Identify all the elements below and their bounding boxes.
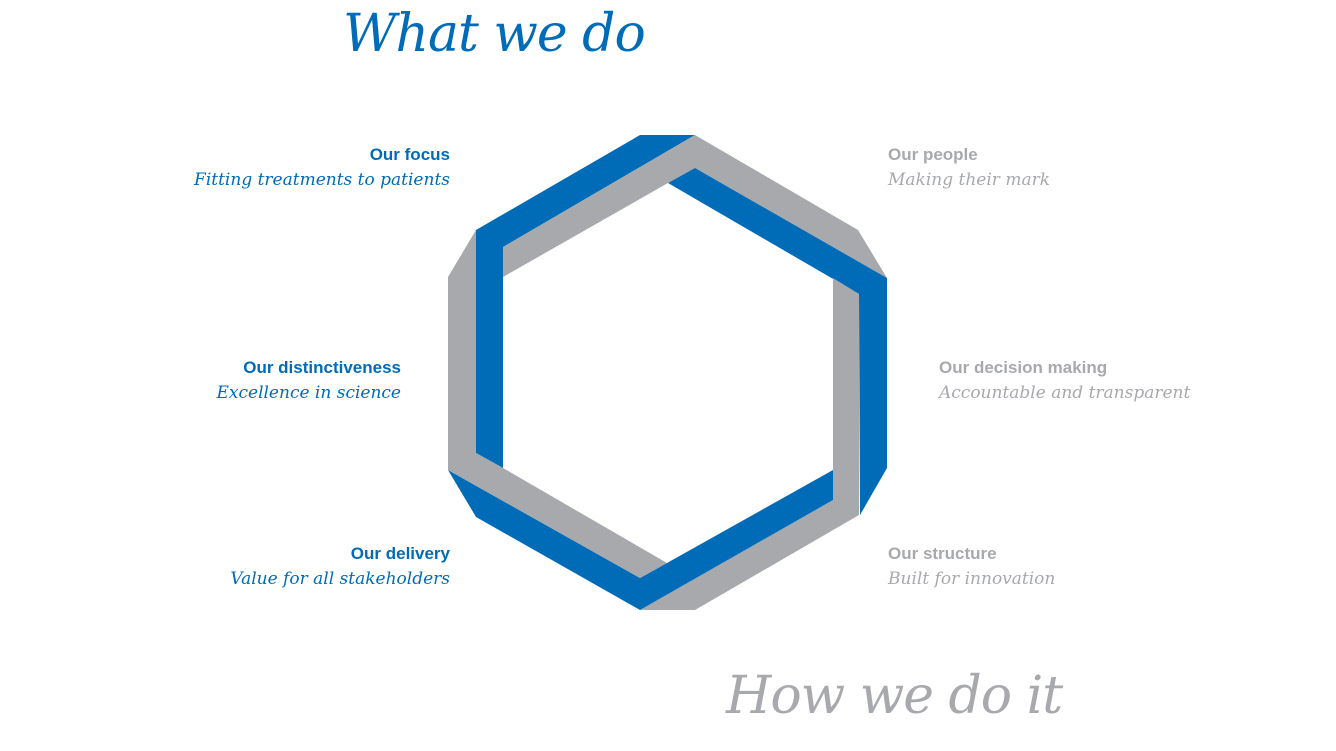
blue-band-bottom — [448, 470, 833, 610]
label-heading: Our structure — [888, 544, 997, 563]
label-subtitle: Built for innovation — [888, 569, 1056, 589]
blue-band-top-left — [476, 135, 695, 468]
label-subtitle: Accountable and transparent — [939, 383, 1191, 403]
what-we-do-title: What we do — [343, 4, 646, 64]
label-subtitle: Value for all stakeholders — [230, 569, 450, 589]
label-our-delivery: Our delivery Value for all stakeholders — [230, 543, 450, 593]
label-our-decision-making: Our decision making Accountable and tran… — [939, 357, 1190, 407]
label-our-distinctiveness: Our distinctiveness Excellence in scienc… — [216, 357, 401, 407]
gray-band-bottom-right — [640, 278, 859, 610]
label-subtitle: Excellence in science — [216, 383, 401, 403]
label-heading: Our focus — [369, 145, 450, 164]
label-heading: Our people — [888, 145, 978, 164]
label-subtitle: Fitting treatments to patients — [194, 170, 450, 190]
blue-band-right — [668, 168, 887, 515]
gray-band-top — [503, 135, 887, 278]
how-we-do-it-title: How we do it — [726, 666, 1063, 726]
gray-band-left — [448, 230, 667, 578]
label-our-structure: Our structure Built for innovation — [888, 543, 1055, 593]
label-subtitle: Making their mark — [888, 170, 1051, 190]
label-our-focus: Our focus Fitting treatments to patients — [194, 144, 450, 194]
label-our-people: Our people Making their mark — [888, 144, 1050, 194]
label-heading: Our distinctiveness — [243, 358, 401, 377]
label-heading: Our delivery — [350, 544, 450, 563]
label-heading: Our decision making — [939, 358, 1108, 377]
